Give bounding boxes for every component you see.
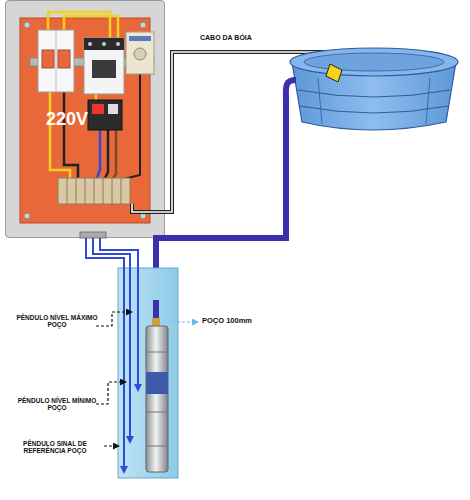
- float-switch: [326, 64, 342, 82]
- water-tank: [290, 48, 458, 130]
- submersible-pump: [146, 318, 168, 472]
- callout-label: CABO DA BÓIA: [200, 34, 290, 42]
- callout-label: PÊNDULO NÍVEL MÁXIMO POÇO: [16, 314, 98, 329]
- well-casing: [118, 268, 178, 478]
- leader-lines: [96, 312, 132, 446]
- callout-label: PÊNDULO SINAL DE REFERÊNCIA POÇO: [6, 440, 104, 455]
- well-size-leader: [172, 321, 198, 322]
- callout-label: POÇO 100mm: [202, 317, 272, 326]
- pendulum-wires: [86, 238, 138, 470]
- voltage-label: 220V: [46, 109, 106, 130]
- callout-label: PÊNDULO NÍVEL MÍNIMO POÇO: [16, 397, 98, 412]
